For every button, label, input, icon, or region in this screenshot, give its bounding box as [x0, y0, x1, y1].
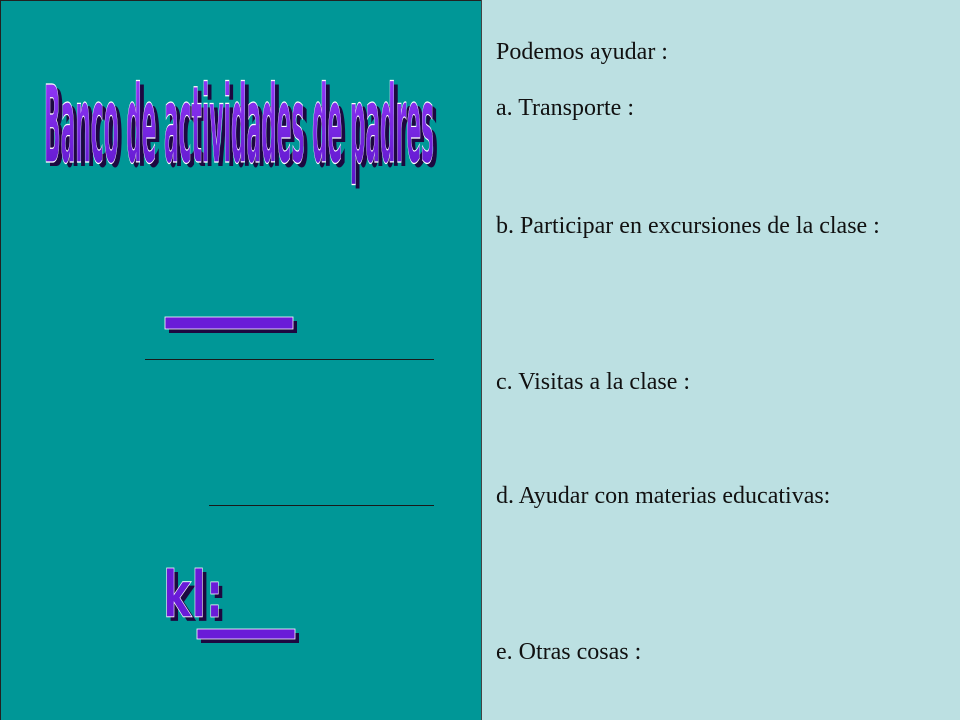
list-item-a: a. Transporte : — [496, 95, 634, 121]
underline-2 — [209, 505, 434, 506]
underline-1 — [145, 359, 434, 360]
content-heading: Podemos ayudar : — [496, 39, 668, 65]
title-wordart-text: Banco de actividades de padres — [44, 63, 434, 188]
kl-wordart-text: kl: — [163, 559, 223, 633]
list-item-c: c. Visitas a la clase : — [496, 369, 691, 395]
title-wordart: Banco de actividades de padres Banco de … — [21, 41, 461, 201]
list-item-b: b. Participar en excursiones de la clase… — [496, 213, 880, 239]
right-panel — [481, 0, 960, 720]
dash-wordart — [163, 291, 299, 351]
list-item-d: d. Ayudar con materias educativas: — [496, 483, 831, 509]
left-panel: Banco de actividades de padres Banco de … — [0, 0, 481, 720]
kl-wordart-shadow: kl: — [167, 563, 227, 637]
kl-wordart: kl: kl: — [151, 521, 311, 651]
list-item-e: e. Otras cosas : — [496, 639, 642, 665]
title-wordart-shadow: Banco de actividades de padres — [48, 67, 438, 192]
